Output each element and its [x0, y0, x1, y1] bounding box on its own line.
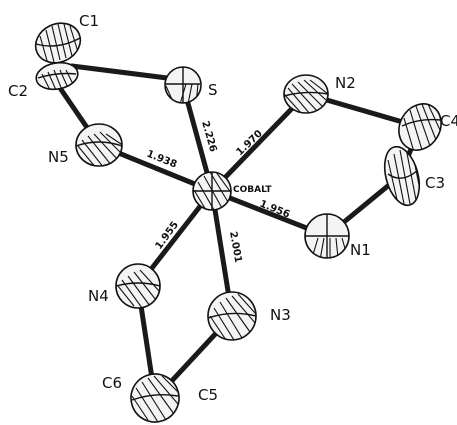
atom-n1: [304, 213, 350, 259]
atom-cobalt: [192, 171, 232, 211]
atom-label-n2: N2: [335, 74, 356, 92]
atom-label-c3: C3: [425, 174, 445, 192]
atom-label-s: S: [208, 81, 218, 99]
atom-c2: [35, 61, 79, 91]
atom-c6: [130, 373, 181, 423]
atom-n4: [115, 263, 161, 309]
atom-label-c6: C6: [102, 374, 122, 392]
atom-label-c5: C5: [198, 386, 218, 404]
atom-c1: [34, 22, 82, 65]
atom-n5: [75, 123, 123, 167]
atom-label-n4: N4: [88, 287, 109, 305]
atom-c3: [383, 145, 421, 207]
atom-c4: [398, 103, 442, 153]
atom-label-n3: N3: [270, 306, 291, 324]
bond-c1-s: [69, 63, 186, 83]
atom-label-c2: C2: [8, 82, 28, 100]
atom-s: [164, 66, 202, 104]
atom-labels: COBALT C1 C2 S N2 C4 C3 N5 N1 N4 N3 C6 C…: [8, 12, 457, 404]
atom-label-c1: C1: [79, 12, 99, 30]
bond-co-n2: [209, 91, 309, 194]
atom-n2: [283, 74, 329, 114]
atoms: [34, 22, 442, 423]
atom-label-c4: C4: [440, 112, 457, 130]
atom-label-n5: N5: [48, 148, 69, 166]
bonds: [54, 40, 423, 401]
bond-length-co-n3: 2.001: [227, 231, 243, 264]
atom-n3: [207, 291, 257, 341]
atom-label-n1: N1: [350, 241, 371, 259]
atom-label-cobalt: COBALT: [233, 185, 272, 195]
